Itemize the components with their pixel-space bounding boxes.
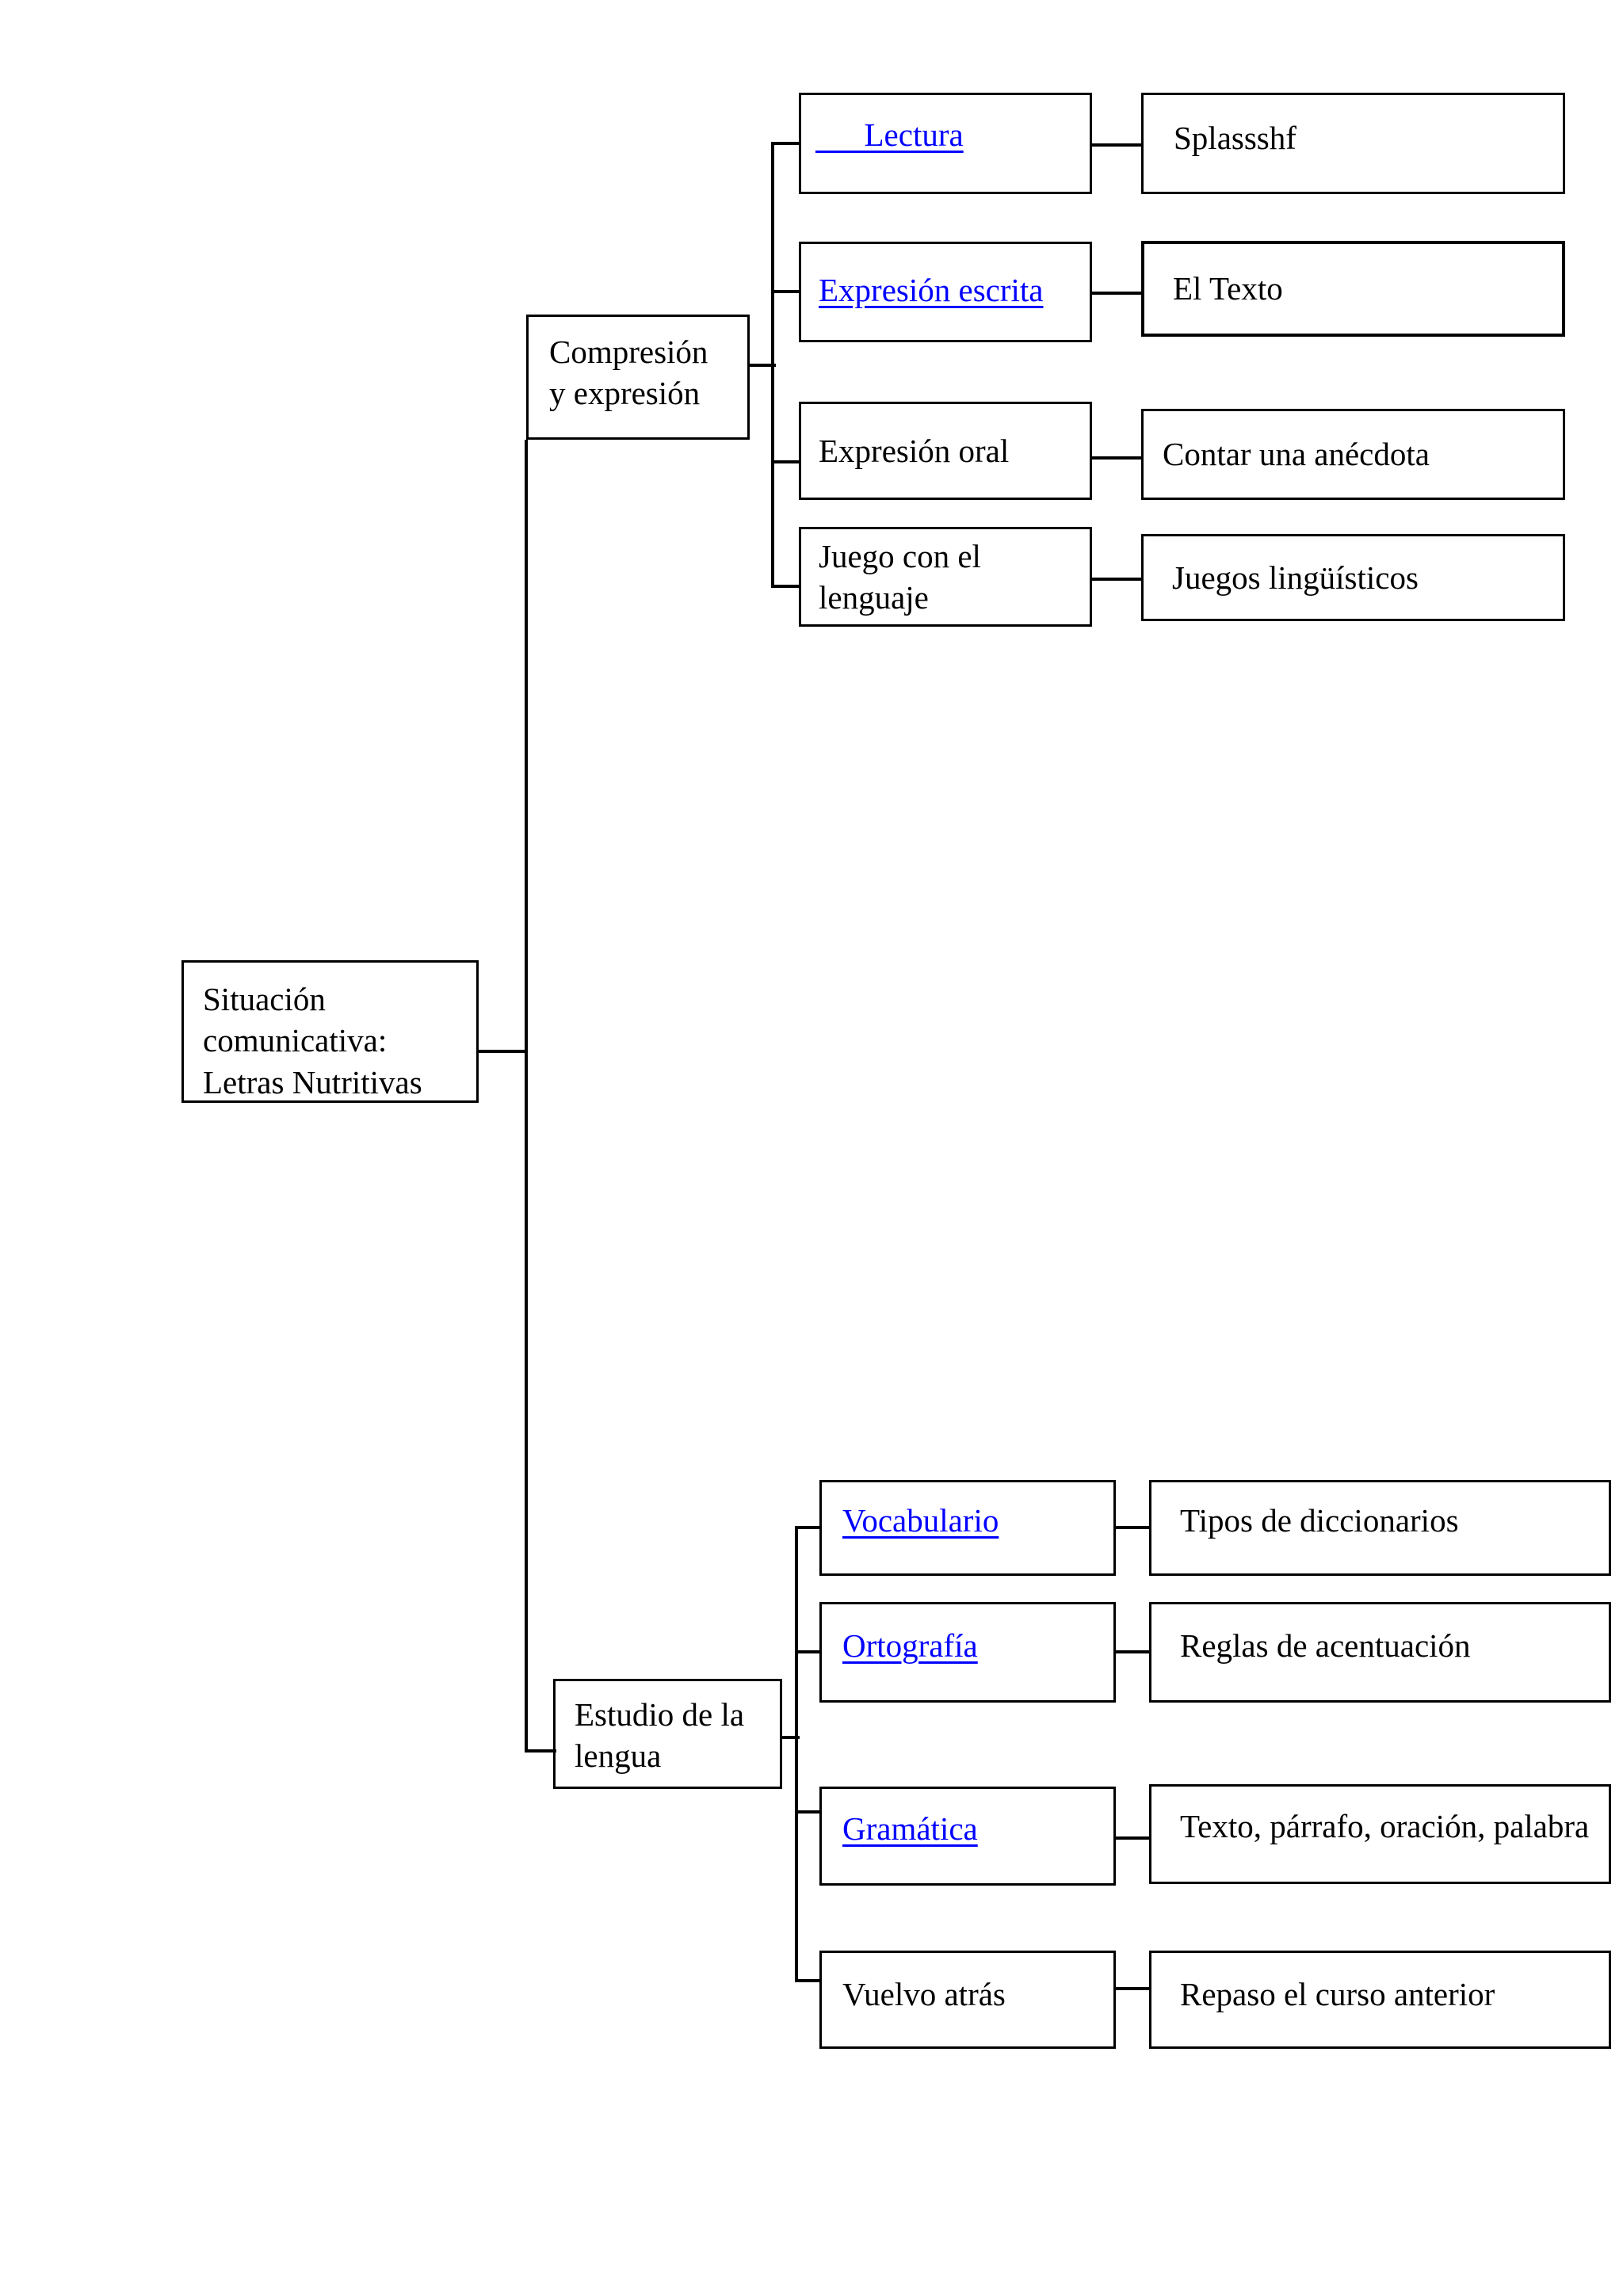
- branch2-label-line2: lengua: [575, 1737, 662, 1775]
- connector-ortografia-stub: [798, 1650, 819, 1653]
- expresion-oral-label: Expresión oral: [819, 432, 1010, 469]
- root-label-line2: comunicativa:: [203, 1022, 388, 1059]
- node-juegos-linguisticos: Juegos lingüísticos: [1141, 534, 1565, 621]
- node-vuelvo-atras: Vuelvo atrás: [819, 1951, 1116, 2049]
- node-vocabulario: Vocabulario: [819, 1480, 1116, 1576]
- node-estudio-de-la-lengua: Estudio de la lengua: [553, 1679, 782, 1789]
- node-juego-con-el-lenguaje: Juego con el lenguaje: [799, 527, 1092, 627]
- expresion-escrita-link[interactable]: Expresión escrita: [819, 272, 1044, 308]
- branch1-label-line2: y expresión: [549, 375, 701, 412]
- connector-bottom-trunk: [795, 1526, 798, 1982]
- connector-root-stub: [479, 1050, 528, 1053]
- node-lectura: Lectura: [799, 93, 1092, 194]
- gramatica-link[interactable]: Gramática: [842, 1810, 978, 1847]
- node-gramatica: Gramática: [819, 1787, 1116, 1886]
- lectura-link-lead: [815, 116, 865, 153]
- connector-gramatica-texto: [1116, 1836, 1149, 1840]
- connector-vocabulario-tipos: [1116, 1526, 1149, 1529]
- connector-vocabulario-stub: [798, 1526, 819, 1529]
- node-splassshf: Splassshf: [1141, 93, 1565, 194]
- node-contar-una-anecdota: Contar una anécdota: [1141, 409, 1565, 500]
- lectura-link-label[interactable]: Lectura: [864, 116, 964, 153]
- lectura-link[interactable]: Lectura: [815, 116, 964, 153]
- vuelvo-atras-label: Vuelvo atrás: [842, 1976, 1006, 2012]
- juegos-linguisticos-label: Juegos lingüísticos: [1172, 559, 1419, 596]
- node-reglas-de-acentuacion: Reglas de acentuación: [1149, 1602, 1611, 1703]
- node-el-texto: El Texto: [1141, 241, 1565, 337]
- ortografia-link[interactable]: Ortografía: [842, 1627, 978, 1664]
- connector-main-trunk: [525, 440, 528, 1753]
- connector-juego-juegos: [1092, 578, 1141, 581]
- connector-oral-contar: [1092, 456, 1141, 460]
- root-label-line1: Situación: [203, 981, 326, 1017]
- branch1-label-line1: Compresión: [549, 334, 708, 370]
- connector-vuelvo-repaso: [1116, 1987, 1149, 1990]
- el-texto-label: El Texto: [1173, 270, 1283, 307]
- connector-lectura-splassshf: [1092, 143, 1141, 147]
- connector-compresion-stub: [750, 364, 776, 367]
- root-label-line3: Letras Nutritivas: [203, 1063, 422, 1100]
- connector-top-trunk: [771, 142, 774, 588]
- connector-lectura-stub: [774, 142, 799, 145]
- node-expresion-escrita: Expresión escrita: [799, 242, 1092, 342]
- tipos-de-diccionarios-label: Tipos de diccionarios: [1180, 1502, 1459, 1539]
- connector-expresion-escrita-stub: [774, 290, 799, 293]
- node-situacion-comunicativa: Situación comunicativa: Letras Nutritiva…: [181, 960, 479, 1103]
- connector-estudio-trunk-stub: [782, 1736, 800, 1739]
- branch2-label-line1: Estudio de la: [575, 1696, 745, 1733]
- node-tipos-de-diccionarios: Tipos de diccionarios: [1149, 1480, 1611, 1576]
- node-ortografia: Ortografía: [819, 1602, 1116, 1703]
- connector-juego-stub: [774, 585, 799, 588]
- connector-vuelvo-stub: [798, 1979, 819, 1982]
- repaso-el-curso-anterior-label: Repaso el curso anterior: [1180, 1976, 1495, 2012]
- node-repaso-el-curso-anterior: Repaso el curso anterior: [1149, 1951, 1611, 2049]
- node-compresion-y-expresion: Compresión y expresión: [526, 315, 750, 440]
- connector-expresion-oral-stub: [774, 460, 799, 463]
- splassshf-label: Splassshf: [1174, 120, 1296, 156]
- connector-ortografia-reglas: [1116, 1650, 1149, 1653]
- connector-estudio-stub: [525, 1749, 556, 1753]
- node-expresion-oral: Expresión oral: [799, 402, 1092, 500]
- contar-una-anecdota-label: Contar una anécdota: [1163, 436, 1430, 473]
- connector-escrita-eltexto: [1092, 292, 1141, 295]
- texto-parrafo-oracion-palabra-label: Texto, párrafo, oración, palabra: [1180, 1808, 1590, 1844]
- juego-con-el-lenguaje-label: Juego con el lenguaje: [819, 537, 981, 616]
- node-texto-parrafo-oracion-palabra: Texto, párrafo, oración, palabra: [1149, 1784, 1611, 1884]
- vocabulario-link[interactable]: Vocabulario: [842, 1502, 999, 1539]
- reglas-de-acentuacion-label: Reglas de acentuación: [1180, 1627, 1471, 1664]
- connector-gramatica-stub: [798, 1810, 819, 1814]
